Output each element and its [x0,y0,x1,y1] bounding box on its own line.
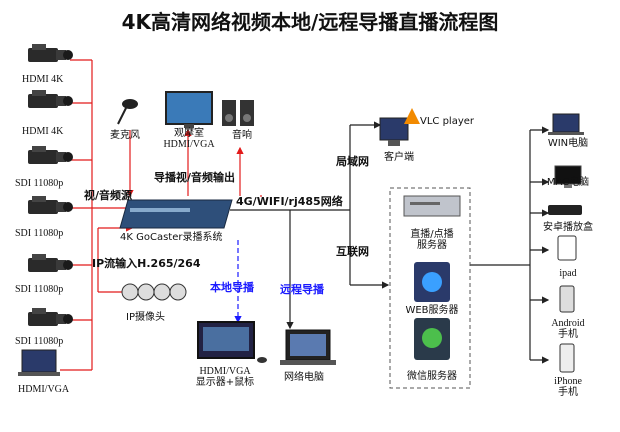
camera-label: HDMI 4K [22,126,64,137]
camera-icon [28,90,73,108]
page-title: 4K高清网络视频本地/远程导播直播流程图 [121,10,499,34]
network-label: 4G/WIFI/rj485网络 [236,195,343,208]
remote-director-label: 远程导播 [280,283,324,296]
android-box-label: 安卓播放盒 [543,222,593,233]
android-phone-icon [559,285,575,313]
ipad-icon [557,235,577,261]
web-server-icon [414,262,450,302]
web-server-label: WEB服务器 [405,305,459,316]
recorder-device-icon [119,199,233,229]
network-laptop-label: 网络电脑 [284,372,324,383]
tv-monitor-icon [165,91,213,128]
wechat-server-label: 微信服务器 [407,371,457,382]
iphone-icon [559,343,575,373]
rack-server-icon [403,195,461,217]
lan-label: 局域网 [336,155,369,168]
ip-input-label: IP流输入H.265/264 [92,257,201,270]
wechat-server-icon [414,318,450,360]
camera-label: HDMI/VGA [18,384,70,395]
iphone-label: iPhone [554,376,582,387]
mac-pc-icon [554,165,582,188]
camera-label: HDMI 4K [22,74,64,85]
camera-label: SDI 11080p [15,284,64,295]
client-label: 客户端 [384,152,414,163]
ip-camera-label: IP摄像头 [126,312,165,323]
live-server-label: 直播/点播 [410,229,454,240]
vlc-label: VLC player [420,116,475,127]
camera-icon [28,146,73,164]
win-pc-label: WIN电脑 [547,138,589,149]
iphone-sub-label: 手机 [558,387,578,398]
speaker-label: 音响 [232,130,252,141]
monitor-label: HDMI/VGA [199,366,251,377]
android-box-icon [548,205,582,215]
microphone-icon [117,99,138,125]
viewing-room-label: 观摩室 [174,128,204,139]
director-output-label: 导播视/音频输出 [154,171,236,184]
monitor-sub-label: 显示器+鼠标 [195,377,255,388]
microphone-label: 麦克风 [110,130,140,141]
camera-icon [28,254,73,272]
laptop-source-icon [18,349,60,376]
network-laptop-icon [280,329,336,365]
camera-label: SDI 11080p [15,228,64,239]
camera-label: SDI 11080p [15,178,64,189]
camera-connectors [60,59,262,371]
ipad-label: ipad [559,268,577,279]
internet-label: 互联网 [336,245,369,258]
speaker-icon [222,100,254,126]
live-server-sub-label: 服务器 [417,240,447,251]
client-pc-icon [379,108,420,146]
camera-icon [28,308,73,326]
video-audio-source-label: 视/音频源 [84,189,133,202]
camera-icon [28,196,73,214]
camera-icon [28,44,73,62]
network-lines [230,121,550,364]
mac-pc-label: MAC电脑 [546,177,590,188]
win-pc-icon [548,113,584,135]
local-director-label: 本地导播 [210,281,254,294]
android-phone-sub-label: 手机 [558,329,578,340]
android-phone-label: Android [551,318,585,329]
recorder-label: 4K GoCaster录播系统 [120,232,223,243]
local-monitor-icon [197,321,267,363]
viewing-room-sub-label: HDMI/VGA [163,139,215,150]
ip-camera-icon [121,283,187,301]
camera-label: SDI 11080p [15,336,64,347]
